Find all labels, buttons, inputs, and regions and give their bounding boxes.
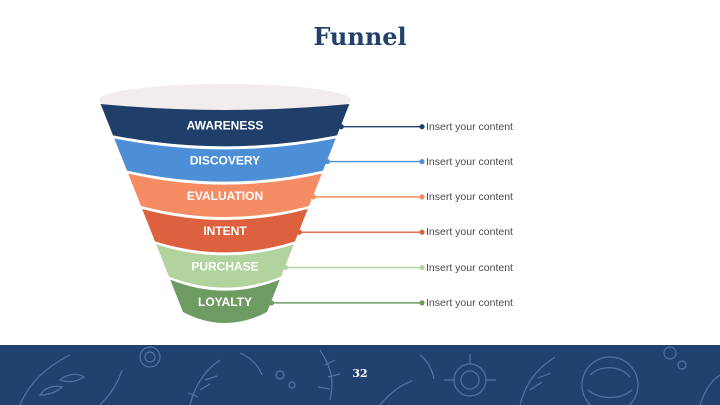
stage-content-text: Insert your content (426, 226, 513, 239)
stage-content-text: Insert your content (426, 120, 513, 133)
stage-content-text: Insert your content (426, 296, 513, 309)
stage-content-text: Insert your content (426, 190, 513, 203)
funnel-stage-purchase (156, 244, 294, 288)
stage-content-text: Insert your content (426, 155, 513, 168)
funnel-stage-loyalty (170, 279, 280, 323)
funnel-stage-label: DISCOVERY (190, 154, 260, 168)
funnel-stage-label: EVALUATION (187, 189, 263, 203)
funnel-diagram: AWARENESS DISCOVERY EVALUATION INTENT PURCHA… (99, 84, 425, 323)
connector-end-dot (419, 264, 425, 271)
connector-start-dot (324, 158, 331, 165)
botanical-pattern (19, 346, 720, 405)
connector-start-dot (338, 124, 344, 130)
funnel-stage-intent (142, 209, 308, 253)
connector-end-dot (419, 229, 425, 235)
page-number: 32 (352, 367, 368, 380)
connector-start-dot (268, 300, 275, 306)
connector-end-dot (419, 158, 425, 165)
connector-end-dot (419, 300, 425, 306)
funnel-stage-label: INTENT (203, 224, 247, 238)
connector-end-dot (419, 124, 425, 130)
connector-end-dot (419, 194, 425, 200)
footer-banner: 32 (0, 345, 720, 405)
funnel-stage-discovery (114, 138, 336, 182)
funnel-stage-label: PURCHASE (191, 260, 258, 274)
funnel-stage-label: LOYALTY (198, 295, 252, 309)
slide-title: Funnel (313, 22, 407, 51)
connector-start-dot (296, 229, 303, 235)
funnel-stage-label: AWARENESS (187, 119, 264, 133)
connector-start-dot (310, 194, 317, 200)
funnel-stage-awareness (100, 104, 350, 147)
connector-start-dot (282, 264, 289, 271)
funnel-rim (99, 84, 351, 116)
stage-content-text: Insert your content (426, 261, 513, 274)
funnel-stage-evaluation (128, 173, 322, 217)
